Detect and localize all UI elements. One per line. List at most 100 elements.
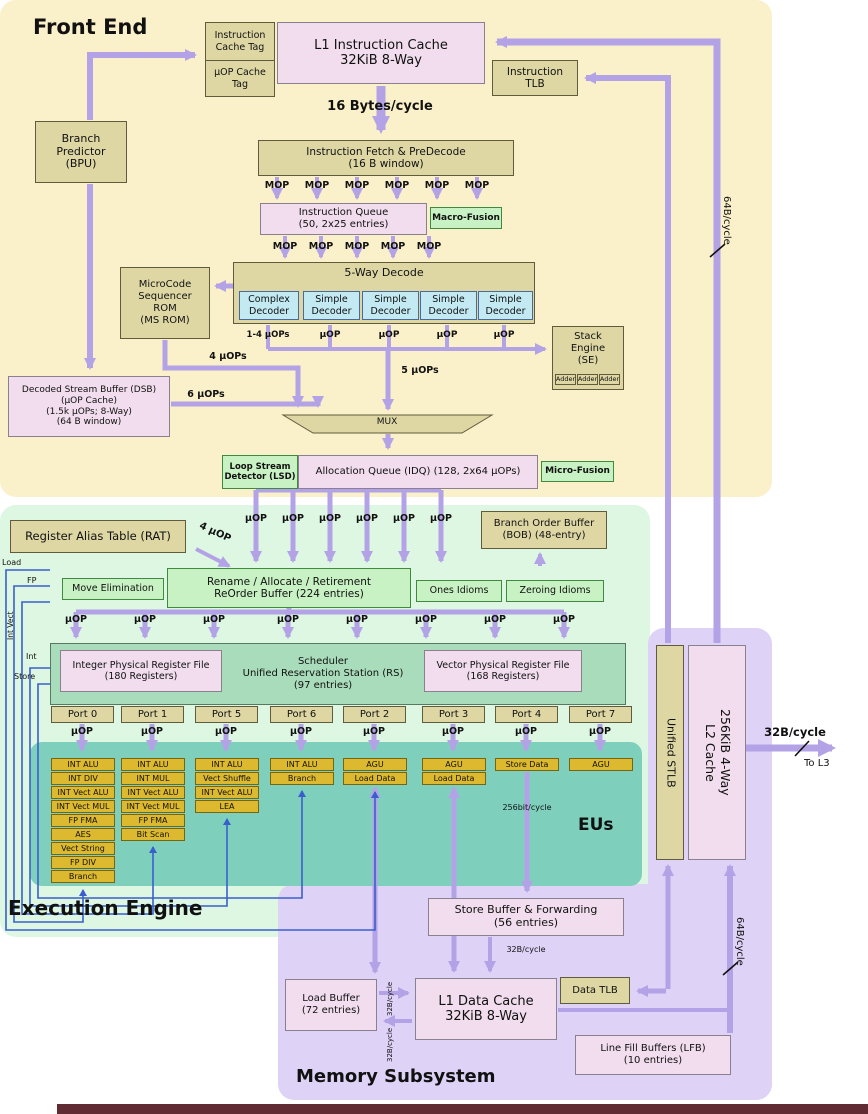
mop-label: MOP xyxy=(464,180,490,191)
instruction-tlb-box: Instruction TLB xyxy=(492,60,578,96)
mop-label: MOP xyxy=(384,180,410,191)
eu-unit: INT Vect ALU xyxy=(121,786,185,799)
eu-unit: Bit Scan xyxy=(121,828,185,841)
load-buffer-box: Load Buffer (72 entries) xyxy=(285,979,377,1031)
arrow-stlb-to-itlb xyxy=(584,72,671,643)
uop-label: µOP xyxy=(493,330,515,340)
bob-box: Branch Order Buffer (BOB) (48-entry) xyxy=(481,511,607,549)
arrow-l2-to-l1i xyxy=(495,36,721,643)
writeback-load-label: Load xyxy=(2,558,22,567)
uop-label: µOP xyxy=(483,614,507,625)
32b-cycle-l3-label: 32B/cycle xyxy=(764,725,826,739)
uop-label: µOP xyxy=(414,614,438,625)
256bit-cycle-label: 256bit/cycle xyxy=(502,803,552,812)
uop-label: µOP xyxy=(244,513,268,524)
decode-title: 5-Way Decode xyxy=(344,266,424,279)
macro-fusion-box: Macro-Fusion xyxy=(430,207,502,229)
uop-label: µOP xyxy=(392,513,416,524)
uop-label: µOP xyxy=(588,726,612,737)
mop-label: MOP xyxy=(416,241,442,252)
32b-cycle-label: 32B/cycle xyxy=(506,945,546,954)
ones-idioms-box: Ones Idioms xyxy=(416,580,502,602)
instruction-cache-tag-box: Instruction Cache Tag xyxy=(205,22,275,61)
uop-label: µOP xyxy=(436,330,458,340)
eu-unit: INT ALU xyxy=(195,758,259,771)
l2-cache-box: L2 Cache 256KiB 4-Way xyxy=(688,645,746,860)
execution-engine-title: Execution Engine xyxy=(8,896,203,920)
uop-label: µOP xyxy=(281,513,305,524)
l1-data-cache-box: L1 Data Cache 32KiB 8-Way xyxy=(415,978,557,1040)
uop-label: µOP xyxy=(70,726,94,737)
eu-unit: FP FMA xyxy=(121,814,185,827)
mop-label: MOP xyxy=(344,241,370,252)
uop-label: µOP xyxy=(378,330,400,340)
uop-label: µOP xyxy=(276,614,300,625)
uop-cache-tag-box: µOP Cache Tag xyxy=(205,60,275,97)
mop-label: MOP xyxy=(380,241,406,252)
complex-decoder-box: Complex Decoder xyxy=(239,291,299,320)
to-l3-label: To L3 xyxy=(804,758,830,769)
arrow-bpu-to-cachetag xyxy=(87,49,197,120)
32b-cycle-vertical-label: 32B/cycle xyxy=(386,1027,394,1062)
uop-label: µOP xyxy=(214,726,238,737)
uop-label: µOP xyxy=(202,614,226,625)
unified-stlb-box: Unified STLB xyxy=(656,645,684,860)
uop-label: µOP xyxy=(140,726,164,737)
eu-unit: AGU xyxy=(569,758,633,771)
port-4-box: Port 4 xyxy=(495,706,558,723)
integer-prf-box: Integer Physical Register File (180 Regi… xyxy=(60,650,222,692)
writeback-fp-label: FP xyxy=(27,576,37,585)
idq-box: Allocation Queue (IDQ) (128, 2x64 µOPs) xyxy=(298,455,538,489)
eu-unit: INT Vect ALU xyxy=(195,786,259,799)
instruction-queue-box: Instruction Queue (50, 2x25 entries) xyxy=(260,203,427,235)
msrom-box: MicroCode Sequencer ROM (MS ROM) xyxy=(120,267,210,339)
uop-label: µOP xyxy=(552,614,576,625)
simple-decoder-box: Simple Decoder xyxy=(420,291,477,320)
eu-unit: Branch xyxy=(270,772,334,785)
bottom-bar xyxy=(57,1104,868,1114)
eu-unit: AES xyxy=(51,828,115,841)
eu-unit: INT MUL xyxy=(121,772,185,785)
eu-unit: Store Data xyxy=(495,758,559,771)
32b-cycle-vertical-label: 32B/cycle xyxy=(386,981,394,1016)
adder-box: Adder xyxy=(577,374,598,385)
eu-unit: INT Vect ALU xyxy=(51,786,115,799)
uop-label: µOP xyxy=(345,614,369,625)
eus-label: EUs xyxy=(578,815,614,835)
writeback-int-label: Int xyxy=(26,652,37,661)
rename-box: Rename / Allocate / Retirement ReOrder B… xyxy=(167,568,411,608)
dsb-box: Decoded Stream Buffer (DSB) (µOP Cache) … xyxy=(8,376,170,437)
instruction-fetch-box: Instruction Fetch & PreDecode (16 B wind… xyxy=(258,140,514,176)
writeback-store-label: Store xyxy=(14,672,36,681)
uop-label: µOP xyxy=(514,726,538,737)
eu-unit: INT Vect MUL xyxy=(51,800,115,813)
move-elimination-box: Move Elimination xyxy=(62,578,164,600)
uop-label: µOP xyxy=(319,330,341,340)
uop-label: µOP xyxy=(133,614,157,625)
memory-subsystem-title: Memory Subsystem xyxy=(296,1066,496,1087)
eu-unit: LEA xyxy=(195,800,259,813)
mop-label: MOP xyxy=(304,180,330,191)
store-buffer-box: Store Buffer & Forwarding (56 entries) xyxy=(428,898,624,936)
writeback-int-vect-label: Int Vect xyxy=(6,611,15,640)
uop-label: µOP xyxy=(355,513,379,524)
rat-box: Register Alias Table (RAT) xyxy=(10,520,186,553)
port-1-box: Port 1 xyxy=(121,706,184,723)
mop-label: MOP xyxy=(424,180,450,191)
mop-label: MOP xyxy=(272,241,298,252)
simple-decoder-box: Simple Decoder xyxy=(303,291,360,320)
uop-label: µOP xyxy=(64,614,88,625)
l1-instruction-cache-box: L1 Instruction Cache 32KiB 8-Way xyxy=(277,22,485,84)
mux-shape xyxy=(281,414,494,434)
eu-unit: AGU xyxy=(422,758,486,771)
eu-unit: INT ALU xyxy=(121,758,185,771)
data-tlb-box: Data TLB xyxy=(560,977,630,1004)
port-7-box: Port 7 xyxy=(569,706,632,723)
lsd-box: Loop Stream Detector (LSD) xyxy=(222,455,298,489)
6-uops-label: 6 µOPs xyxy=(187,389,225,400)
port-0-box: Port 0 xyxy=(51,706,114,723)
eu-unit: INT ALU xyxy=(270,758,334,771)
branch-predictor-box: Branch Predictor (BPU) xyxy=(35,121,127,183)
